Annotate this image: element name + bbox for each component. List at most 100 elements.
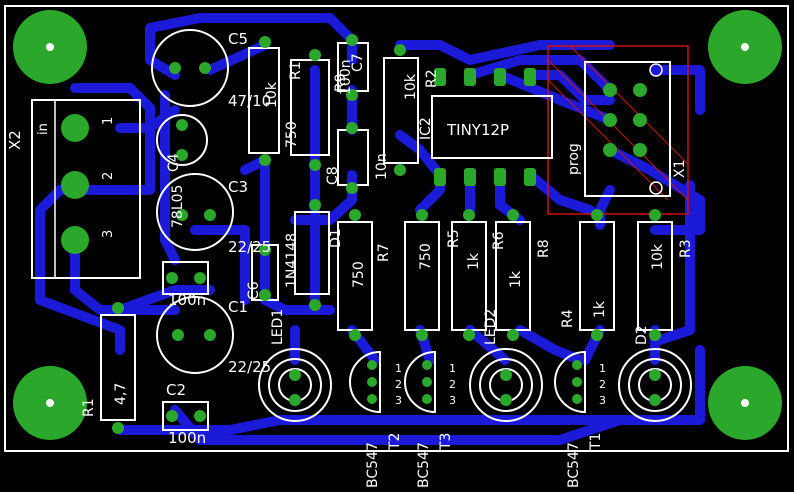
label-x2: X2 [6,130,24,150]
pad [349,329,361,341]
led-ring [479,358,533,412]
label-d1-value: 750 [284,121,300,148]
label-c4: C4 [166,153,182,172]
trace-c5-left [145,23,180,80]
label-c2-value: 100n [168,429,206,447]
t1-outline [554,350,586,414]
pad [176,149,188,161]
label-led1: D2 [634,325,650,345]
trace-ic-right [525,170,595,215]
r3-outline [383,57,419,164]
label-r5-value: 1k [592,300,608,318]
pad [194,272,206,284]
pad [367,377,377,387]
label-r4-value: 10k [650,243,666,270]
pad [500,394,512,406]
label-r9-value: 1k [508,270,524,288]
pad [394,44,406,56]
t2-outline [349,350,381,414]
pad [259,154,271,166]
label-c2: C2 [166,381,186,399]
c6-outline [162,261,209,295]
label-t1-pin2: 2 [599,378,606,391]
label-c5: C5 [228,30,248,48]
r1-outline [100,314,136,421]
label-t2-pin3: 3 [395,394,402,407]
pad [394,164,406,176]
label-x2-in: in [36,123,51,135]
pad [649,209,661,221]
pad [204,329,216,341]
pad [591,329,603,341]
c3-outline [156,173,234,251]
pad [422,360,432,370]
label-c8-value: 10n [374,153,390,180]
pad [649,369,661,381]
pad [112,302,124,314]
pad [572,377,582,387]
label-c1-value: 22/25 [228,358,271,376]
pad [194,410,206,422]
label-t3-pin2: 2 [449,378,456,391]
label-r7-value: 750 [351,261,367,288]
pad [309,299,321,311]
restrict-hatch [569,45,689,165]
label-x2-pin2: 2 [101,172,116,180]
label-t1-pin3: 3 [599,394,606,407]
pad [572,360,582,370]
label-d2: D1 [328,228,344,248]
pad [199,62,211,74]
pad [367,394,377,404]
pad [112,422,124,434]
ic-pad [434,168,446,186]
trace-gnd-bottom [70,233,180,315]
x1-pad [633,143,647,157]
x1-mark [649,63,663,77]
pad [346,122,358,134]
pad [346,89,358,101]
label-r7: R7 [376,243,392,262]
trace-c5-r2 [205,40,270,75]
label-t2-pin2: 2 [395,378,402,391]
pad [463,209,475,221]
c1-outline [156,296,234,374]
pad [169,62,181,74]
pad [204,209,216,221]
board-outline [4,5,789,452]
x2-pad [61,171,89,199]
x2-pad [61,226,89,254]
pad [572,394,582,404]
r2-outline [248,47,280,154]
trace-r3-top [395,40,615,65]
pad [591,209,603,221]
led3-outline [469,348,543,422]
ic-pad [524,168,536,186]
x1-pad [633,83,647,97]
pad [416,329,428,341]
trace-ic-x1-b [525,70,615,105]
led-ring [628,358,682,412]
pad [166,410,178,422]
drill-hole [741,43,749,51]
pad [309,199,321,211]
label-x1: X1 [672,160,688,179]
label-t2: T2 [387,433,403,451]
pad [463,329,475,341]
pad [367,360,377,370]
pad [649,329,661,341]
silkscreen-labels: X2 in 1 2 3 C5 47/10 C4 C3 22/25 C1 22/2… [6,30,694,488]
label-c6-value: 100n [168,291,206,309]
led2-outline [258,348,332,422]
label-t1: T1 [588,433,604,451]
label-ic2: TINY12P [446,121,509,139]
ic-pad [434,68,446,86]
led-ring [268,358,322,412]
pad [500,369,512,381]
pad [346,182,358,194]
trace-left-vertical [160,90,180,265]
label-d1: R9 [333,73,349,92]
x1-mark [649,181,663,195]
label-r4: R3 [678,239,694,258]
label-t1-pin1: 1 [599,362,606,375]
